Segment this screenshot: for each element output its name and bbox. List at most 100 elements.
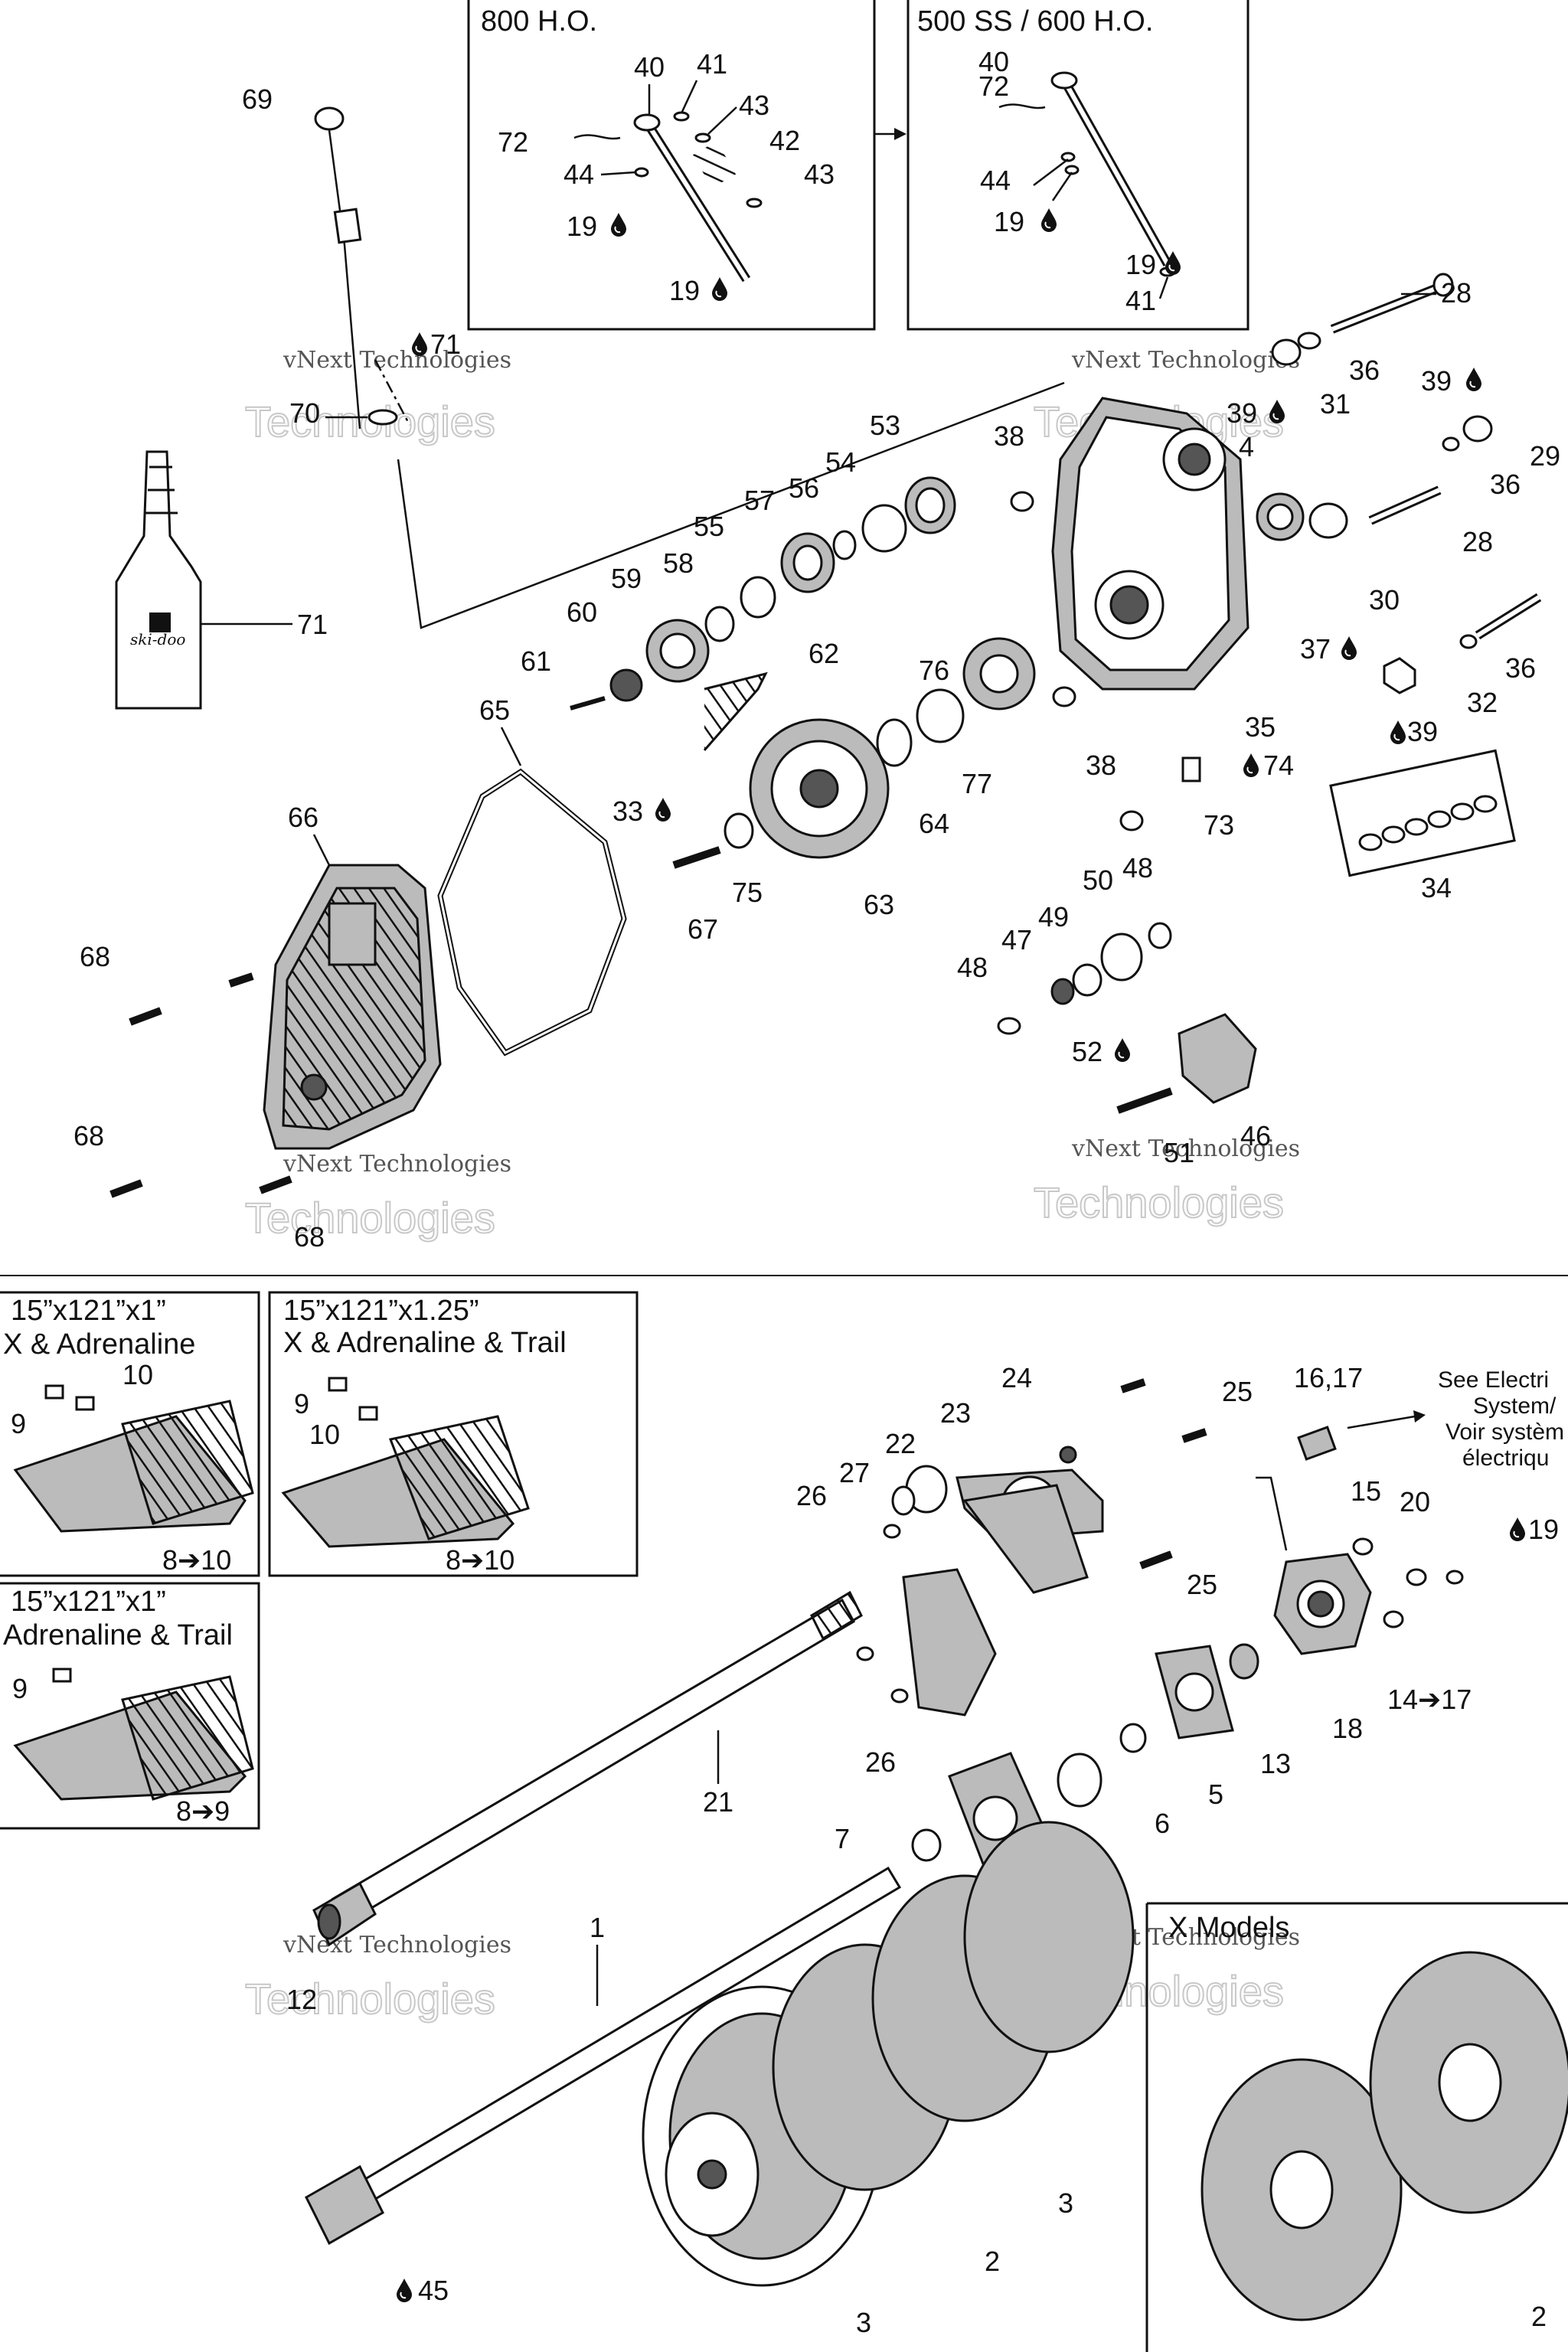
- callout-7: 7: [835, 1823, 850, 1854]
- callout-68: 68: [74, 1120, 104, 1152]
- callout-70: 70: [289, 397, 320, 429]
- callout-74: 74: [1263, 750, 1294, 781]
- callout-18: 18: [1332, 1713, 1363, 1744]
- inset-track-a: 15”x121”x1” X & Adrenaline 10 9 8➔10: [0, 1291, 260, 1577]
- watermark-text: Technologies: [245, 1194, 495, 1242]
- svg-text:System/: System/: [1473, 1393, 1557, 1419]
- spring: [692, 141, 737, 188]
- callout-5: 5: [1208, 1779, 1223, 1810]
- callout-2: 2: [985, 2246, 1000, 2277]
- callout-13: 13: [1260, 1748, 1291, 1779]
- callout-72: 72: [498, 126, 528, 158]
- inset-xmodels: X Models: [1145, 1902, 1568, 2352]
- dipstick: [314, 106, 1065, 629]
- callout-24: 24: [1001, 1362, 1032, 1393]
- callout-41: 41: [1125, 285, 1156, 316]
- callout-20: 20: [1400, 1486, 1430, 1517]
- callout-68: 68: [80, 941, 110, 972]
- callout-40: 40: [978, 46, 1009, 77]
- inset-500ss: 500 SS / 600 H.O. 72 44 19 40 19 41: [906, 0, 1250, 331]
- watermark-text: vNext Technologies: [283, 1932, 511, 1958]
- callout-35: 35: [1245, 711, 1276, 743]
- callout-4: 4: [1239, 431, 1254, 462]
- upper-shaft-parts: [570, 476, 1034, 751]
- svg-text:Voir systèm: Voir systèm: [1446, 1419, 1564, 1445]
- callout-39: 39: [1227, 397, 1257, 429]
- callout-39: 39: [1421, 365, 1452, 397]
- callout-37: 37: [1300, 633, 1331, 665]
- callout-64: 64: [919, 808, 949, 839]
- oil-drop-icon: [1341, 635, 1357, 661]
- callout-66: 66: [288, 802, 318, 833]
- callout-46: 46: [1240, 1120, 1271, 1152]
- watermark-text: vNext Technologies: [283, 347, 511, 374]
- callout-19: 19: [567, 211, 597, 242]
- callout-69: 69: [242, 83, 273, 115]
- lower-shaft-parts: [672, 637, 1201, 869]
- callout-39: 39: [1407, 716, 1438, 747]
- callout-44: 44: [564, 158, 594, 190]
- callout-40: 40: [634, 51, 665, 83]
- callout-73: 73: [1204, 809, 1234, 841]
- oil-drop-icon: [396, 2278, 413, 2303]
- callout-9: 9: [11, 1408, 26, 1439]
- oil-drop-icon: [1390, 720, 1406, 745]
- callout-25: 25: [1187, 1569, 1217, 1600]
- watermarks: vNext Technologies Technologies vNext Te…: [244, 347, 1300, 2024]
- callout-38: 38: [1086, 750, 1116, 781]
- callout-21: 21: [703, 1786, 733, 1818]
- svg-text:Adrenaline & Trail: Adrenaline & Trail: [3, 1619, 233, 1651]
- callout-8: 8➔10: [162, 1544, 231, 1576]
- watermark-text: vNext Technologies: [1071, 347, 1300, 374]
- watermark-text: Technologies: [1034, 1178, 1284, 1227]
- oil-bottle: ski-doo: [115, 450, 202, 710]
- arrow-right-icon: [874, 128, 906, 140]
- svg-text:15”x121”x1”: 15”x121”x1”: [11, 1295, 166, 1327]
- cover-gasket: [437, 768, 627, 1057]
- oil-drop-icon: [610, 212, 627, 237]
- oil-drop-icon: [1040, 207, 1057, 233]
- callout-58: 58: [663, 547, 694, 579]
- watermark-text: vNext Technologies: [283, 1151, 511, 1178]
- callout-19: 19: [994, 206, 1024, 237]
- callout-36: 36: [1505, 652, 1536, 684]
- callout-72: 72: [978, 70, 1009, 102]
- callout-15: 15: [1351, 1475, 1381, 1507]
- callout-36: 36: [1490, 469, 1521, 500]
- inset-track-b: 15”x121”x1.25” X & Adrenaline & Trail 9 …: [268, 1291, 639, 1577]
- callout-43: 43: [739, 90, 769, 121]
- callout-26: 26: [865, 1746, 896, 1778]
- oil-drop-icon: [1243, 753, 1259, 778]
- callout-10: 10: [122, 1359, 153, 1390]
- oil-drop-icon: [1509, 1517, 1526, 1542]
- callout-8: 8➔10: [446, 1544, 514, 1576]
- callout-9: 9: [12, 1673, 28, 1704]
- callout-50: 50: [1083, 864, 1113, 896]
- callout-1: 1: [590, 1912, 605, 1943]
- shim-kit: [1329, 749, 1516, 877]
- callout-14-17: 14➔17: [1387, 1684, 1472, 1715]
- callout-53: 53: [870, 410, 900, 441]
- electrical-note: See Electri System/ Voir systèm électriq…: [1347, 1367, 1564, 1471]
- callout-63: 63: [864, 889, 894, 920]
- callout-62: 62: [808, 638, 839, 669]
- callout-8: 8➔9: [176, 1795, 230, 1827]
- callout-23: 23: [940, 1397, 971, 1429]
- callout-60: 60: [567, 596, 597, 628]
- callout-6: 6: [1155, 1808, 1170, 1839]
- callout-45: 45: [418, 2275, 449, 2306]
- inset-frame: [906, 0, 1250, 331]
- svg-text:See Electri: See Electri: [1438, 1367, 1549, 1393]
- callout-68: 68: [294, 1221, 325, 1253]
- oil-drop-icon: [655, 797, 671, 822]
- callout-28: 28: [1462, 526, 1493, 557]
- inset-frame: [467, 0, 876, 331]
- callout-9: 9: [294, 1388, 309, 1419]
- callout-38: 38: [994, 420, 1024, 452]
- callout-16-17: 16,17: [1294, 1362, 1363, 1393]
- callout-42: 42: [769, 125, 800, 156]
- svg-text:X & Adrenaline: X & Adrenaline: [3, 1328, 195, 1361]
- callout-65: 65: [479, 694, 510, 726]
- callout-30: 30: [1369, 584, 1400, 616]
